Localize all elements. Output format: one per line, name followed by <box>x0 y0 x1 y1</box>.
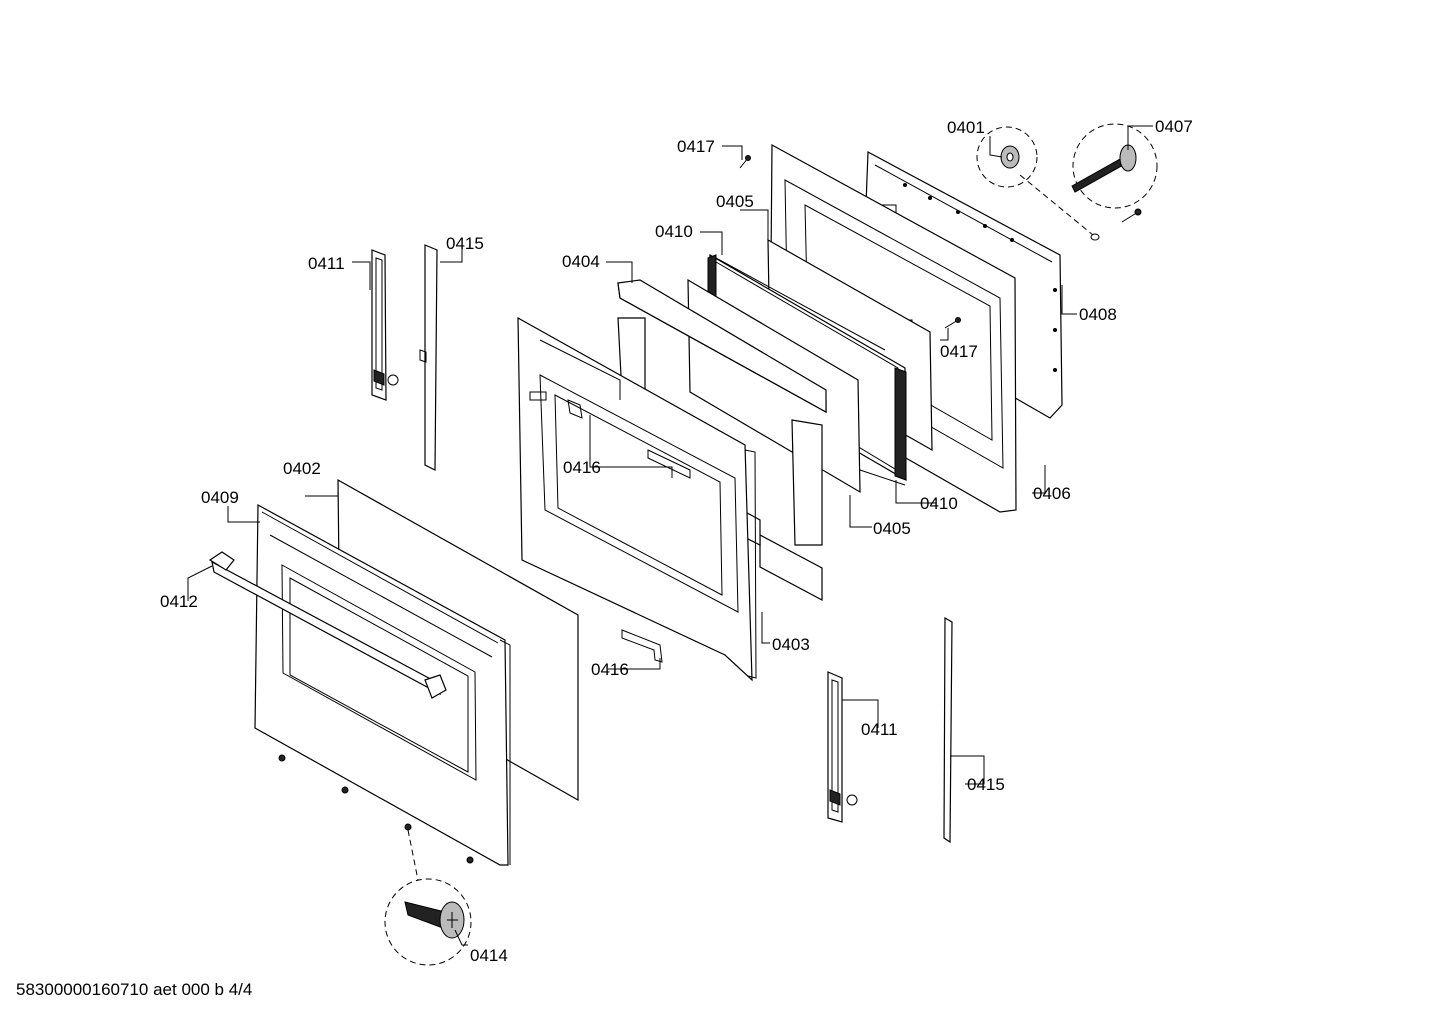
bolt-0407-detail <box>1019 123 1158 241</box>
outer-door-0409 <box>254 503 511 866</box>
bracket-0416-upper <box>567 399 691 479</box>
label-0412: 0412 <box>160 592 198 611</box>
door-frame-0403 <box>517 316 757 682</box>
label-0417-right: 0417 <box>940 342 978 361</box>
washer-0401-detail <box>976 126 1038 188</box>
label-0410-top: 0410 <box>655 222 693 241</box>
label-0403: 0403 <box>772 635 810 654</box>
screw-0417-right <box>944 317 961 329</box>
hinge-0411-left <box>371 249 399 401</box>
hinge-0411-right <box>827 671 858 823</box>
label-0417-top: 0417 <box>677 137 715 156</box>
label-0409: 0409 <box>201 488 239 507</box>
label-0408: 0408 <box>1079 305 1117 324</box>
label-0414: 0414 <box>470 946 508 965</box>
label-0405-top: 0405 <box>716 192 754 211</box>
side-trim-0415-left <box>419 244 438 471</box>
label-0407: 0407 <box>1155 117 1193 136</box>
door-handle-0412 <box>208 551 447 699</box>
label-0411-left: 0411 <box>308 254 345 273</box>
label-0416-upper: 0416 <box>563 458 601 477</box>
label-0411-right: 0411 <box>861 720 898 739</box>
screw-0417-top <box>739 155 751 169</box>
label-0415-right: 0415 <box>967 775 1005 794</box>
label-0401: 0401 <box>947 118 985 137</box>
label-0416-lower: 0416 <box>591 660 629 679</box>
bracket-0416-lower <box>621 629 663 663</box>
label-0410-bottom: 0410 <box>920 494 958 513</box>
part-labels: 0401 0407 0417 0405 0410 0404 0408 0417 … <box>160 117 1193 965</box>
label-0415-left: 0415 <box>446 234 484 253</box>
label-0405-bottom: 0405 <box>873 519 911 538</box>
label-0404: 0404 <box>562 252 600 271</box>
document-code: 58300000160710 aet 000 b 4/4 <box>16 980 253 999</box>
leader-lines <box>187 125 1153 946</box>
label-0402: 0402 <box>283 459 321 478</box>
side-trim-0415-right <box>943 616 953 844</box>
spacer-blocks-0404 <box>617 279 827 601</box>
label-0406: 0406 <box>1033 484 1071 503</box>
screw-0414-detail <box>384 829 472 966</box>
